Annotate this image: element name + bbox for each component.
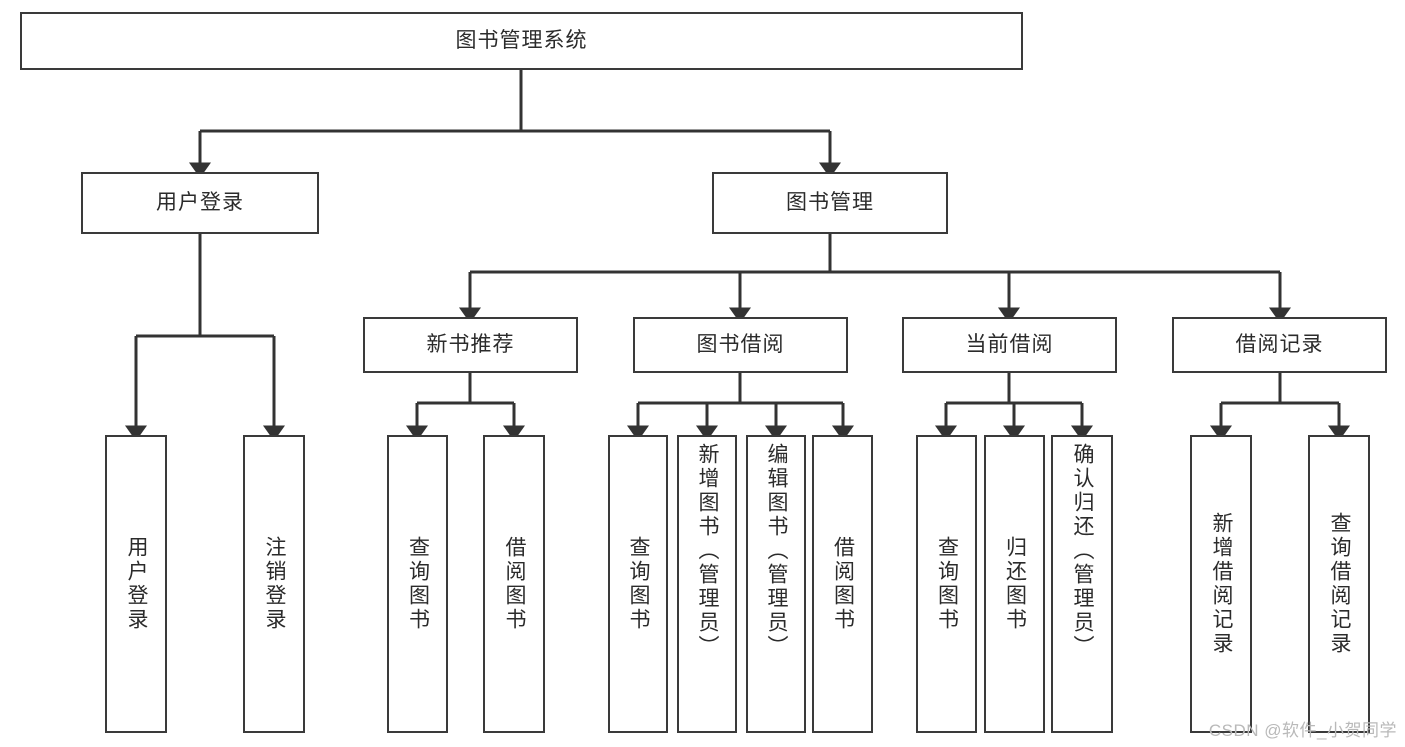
leaf-edit-book-admin[interactable]: 编辑图书（管理员） bbox=[746, 435, 806, 733]
leaf-user-login[interactable]: 用户登录 bbox=[105, 435, 167, 733]
leaf-query-book-current[interactable]: 查询图书 bbox=[916, 435, 977, 733]
node-root-label: 图书管理系统 bbox=[455, 29, 588, 53]
node-book-management-label: 图书管理 bbox=[786, 191, 874, 215]
leaf-confirm-return-admin-label: 确认归还（管理员） bbox=[1071, 443, 1095, 659]
node-borrow-records-label: 借阅记录 bbox=[1235, 333, 1324, 357]
leaf-query-book-borrow[interactable]: 查询图书 bbox=[608, 435, 668, 733]
node-book-borrow[interactable]: 图书借阅 bbox=[633, 317, 848, 373]
leaf-add-book-admin[interactable]: 新增图书（管理员） bbox=[677, 435, 737, 733]
leaf-query-book-newbook-label: 查询图书 bbox=[406, 536, 430, 632]
leaf-query-book-current-label: 查询图书 bbox=[935, 536, 959, 632]
leaf-query-book-newbook[interactable]: 查询图书 bbox=[387, 435, 448, 733]
edges-newbook-to-leaves bbox=[405, 373, 526, 441]
leaf-borrow-book-borrow[interactable]: 借阅图书 bbox=[812, 435, 873, 733]
leaf-confirm-return-admin[interactable]: 确认归还（管理员） bbox=[1051, 435, 1113, 733]
node-new-book-recommend-label: 新书推荐 bbox=[426, 333, 515, 357]
node-book-management[interactable]: 图书管理 bbox=[712, 172, 948, 234]
leaf-add-book-admin-label: 新增图书（管理员） bbox=[696, 443, 720, 659]
node-root[interactable]: 图书管理系统 bbox=[20, 12, 1023, 70]
leaf-borrow-book-newbook[interactable]: 借阅图书 bbox=[483, 435, 545, 733]
leaf-borrow-book-newbook-label: 借阅图书 bbox=[503, 536, 527, 632]
leaf-return-book-label: 归还图书 bbox=[1003, 536, 1027, 632]
edges-current-to-leaves bbox=[934, 373, 1094, 441]
node-current-borrow[interactable]: 当前借阅 bbox=[902, 317, 1117, 373]
leaf-query-book-borrow-label: 查询图书 bbox=[627, 536, 651, 632]
node-book-borrow-label: 图书借阅 bbox=[696, 333, 785, 357]
leaf-edit-book-admin-label: 编辑图书（管理员） bbox=[765, 443, 789, 659]
leaf-logout-label: 注销登录 bbox=[263, 536, 287, 632]
csdn-watermark: CSDN @软件_小贺同学 bbox=[1208, 721, 1397, 740]
leaf-add-borrow-record-label: 新增借阅记录 bbox=[1210, 512, 1234, 656]
leaf-query-borrow-record[interactable]: 查询借阅记录 bbox=[1308, 435, 1370, 733]
leaf-user-login-label: 用户登录 bbox=[125, 536, 149, 632]
edges-booking-to-level3 bbox=[458, 234, 1292, 323]
node-new-book-recommend[interactable]: 新书推荐 bbox=[363, 317, 578, 373]
leaf-return-book[interactable]: 归还图书 bbox=[984, 435, 1045, 733]
edges-userlogin-to-leaves bbox=[124, 234, 286, 441]
leaf-logout[interactable]: 注销登录 bbox=[243, 435, 305, 733]
leaf-add-borrow-record[interactable]: 新增借阅记录 bbox=[1190, 435, 1252, 733]
node-user-login-label: 用户登录 bbox=[156, 191, 244, 215]
leaf-borrow-book-borrow-label: 借阅图书 bbox=[831, 536, 855, 632]
node-user-login[interactable]: 用户登录 bbox=[81, 172, 319, 234]
edges-root-to-level2 bbox=[188, 70, 842, 178]
node-borrow-records[interactable]: 借阅记录 bbox=[1172, 317, 1387, 373]
edges-records-to-leaves bbox=[1209, 373, 1351, 441]
edges-borrow-to-leaves bbox=[626, 373, 855, 441]
node-current-borrow-label: 当前借阅 bbox=[965, 333, 1054, 357]
leaf-query-borrow-record-label: 查询借阅记录 bbox=[1328, 512, 1352, 656]
